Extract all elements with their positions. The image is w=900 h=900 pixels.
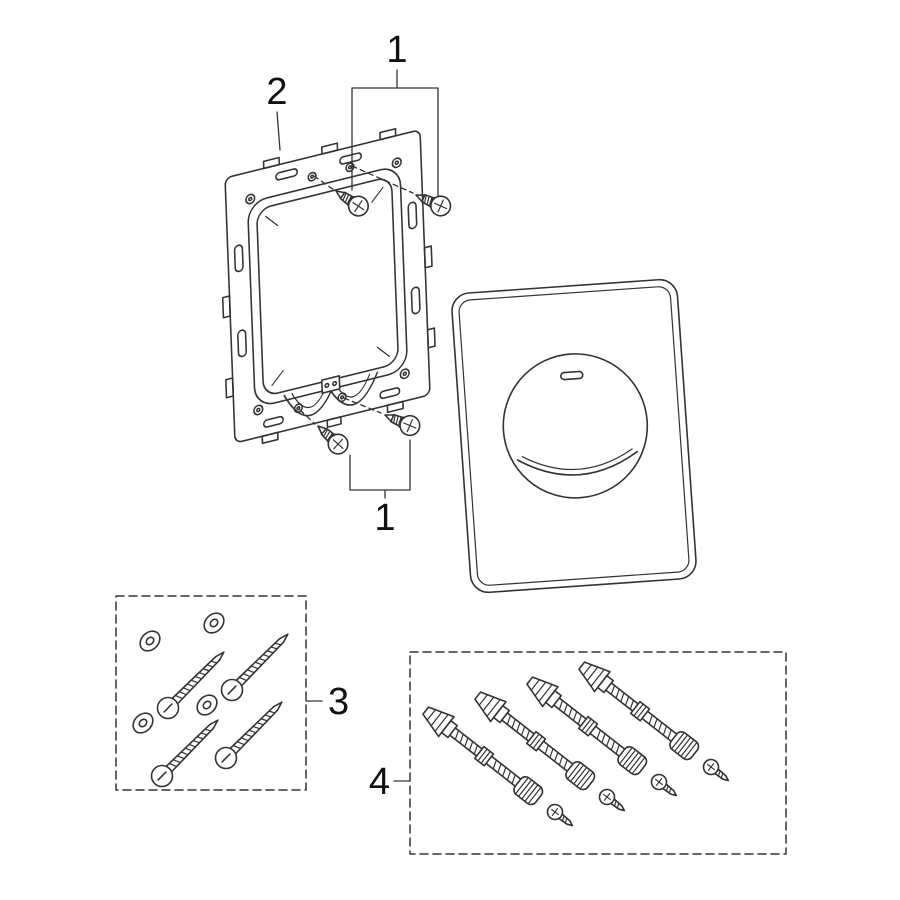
frame-window-rim bbox=[247, 168, 408, 405]
small-screw bbox=[543, 800, 578, 833]
threaded-spindle bbox=[573, 654, 703, 765]
callout-1-bottom: 1 bbox=[374, 497, 395, 539]
washer bbox=[128, 708, 158, 738]
callout-2: 2 bbox=[266, 71, 287, 113]
spindle-kit bbox=[393, 651, 787, 855]
callout-line-2 bbox=[276, 111, 281, 151]
fixing-screws-top bbox=[313, 165, 455, 221]
small-screw bbox=[647, 770, 682, 803]
slotted-screw bbox=[146, 711, 227, 792]
button-slot bbox=[559, 370, 584, 381]
screw-washer-kit bbox=[115, 595, 323, 792]
flush-plate bbox=[451, 278, 697, 594]
pan-head-screw bbox=[329, 182, 373, 221]
flush-button-large bbox=[502, 353, 649, 499]
mounting-frame bbox=[221, 127, 436, 445]
small-screw bbox=[699, 755, 734, 788]
slotted-screw bbox=[210, 693, 291, 774]
kit-box-3-border bbox=[115, 595, 307, 791]
slotted-screw bbox=[216, 625, 297, 706]
callout-3: 3 bbox=[328, 681, 349, 723]
callout-bracket-bottom bbox=[349, 439, 411, 499]
slotted-screw bbox=[152, 643, 233, 724]
washer bbox=[135, 626, 165, 656]
frame-rod-guides bbox=[283, 371, 379, 417]
pan-head-screw bbox=[310, 417, 353, 459]
threaded-spindle bbox=[417, 699, 547, 810]
callout-1-top: 1 bbox=[386, 29, 407, 71]
frame-corner-holes bbox=[245, 157, 410, 416]
threaded-spindle bbox=[469, 684, 599, 795]
threaded-spindle bbox=[521, 669, 651, 780]
kit-box-4-border bbox=[409, 651, 787, 855]
small-screw bbox=[595, 785, 630, 818]
washer bbox=[192, 690, 222, 720]
callout-bracket-top bbox=[351, 69, 439, 198]
frame-slots bbox=[233, 152, 421, 428]
callout-4: 4 bbox=[369, 761, 390, 803]
plate-outline bbox=[451, 278, 697, 594]
pan-head-screw bbox=[411, 185, 455, 220]
flush-button-small bbox=[516, 450, 639, 476]
frame-outline bbox=[224, 130, 431, 443]
fixing-screws-bottom bbox=[299, 397, 424, 459]
washer bbox=[199, 608, 229, 638]
